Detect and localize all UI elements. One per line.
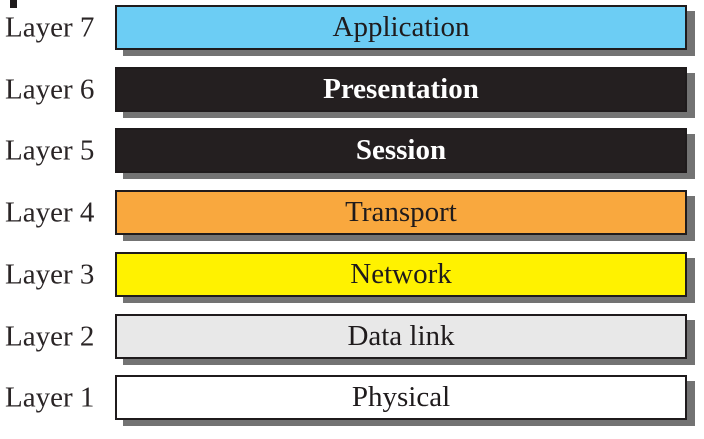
osi-layer-row: Layer 3 Network [0, 252, 704, 297]
layer-number-label: Layer 6 [5, 73, 95, 105]
osi-layer-row: Layer 7 Application [0, 5, 704, 50]
layer-bar: Transport [115, 190, 687, 235]
layer-number-label: Layer 3 [5, 258, 95, 290]
osi-layer-row: Layer 5 Session [0, 128, 704, 173]
layer-name-label: Transport [345, 196, 457, 228]
layer-bar: Network [115, 252, 687, 297]
layer-name-label: Physical [351, 381, 451, 413]
osi-layer-row: Layer 2 Data link [0, 314, 704, 359]
osi-layer-row: Layer 6 Presentation [0, 67, 704, 112]
layer-bar: Data link [115, 314, 687, 359]
layer-number-label: Layer 1 [5, 381, 95, 413]
layer-number-label: Layer 2 [5, 320, 95, 352]
osi-layer-row: Layer 1 Physical [0, 375, 704, 420]
layer-number-label: Layer 4 [5, 196, 95, 228]
layer-name-label: Application [332, 11, 470, 43]
layer-bar: Physical [115, 375, 687, 420]
layer-name-label: Data link [347, 320, 455, 352]
layer-number-label: Layer 5 [5, 134, 95, 166]
crop-artifact-mark [10, 0, 17, 8]
layer-bar: Presentation [115, 67, 687, 112]
layer-bar: Session [115, 128, 687, 173]
layer-name-label: Network [350, 258, 452, 290]
layer-bar: Application [115, 5, 687, 50]
layer-name-label: Presentation [323, 73, 479, 105]
layer-name-label: Session [355, 134, 447, 166]
osi-layer-row: Layer 4 Transport [0, 190, 704, 235]
layer-number-label: Layer 7 [5, 11, 95, 43]
